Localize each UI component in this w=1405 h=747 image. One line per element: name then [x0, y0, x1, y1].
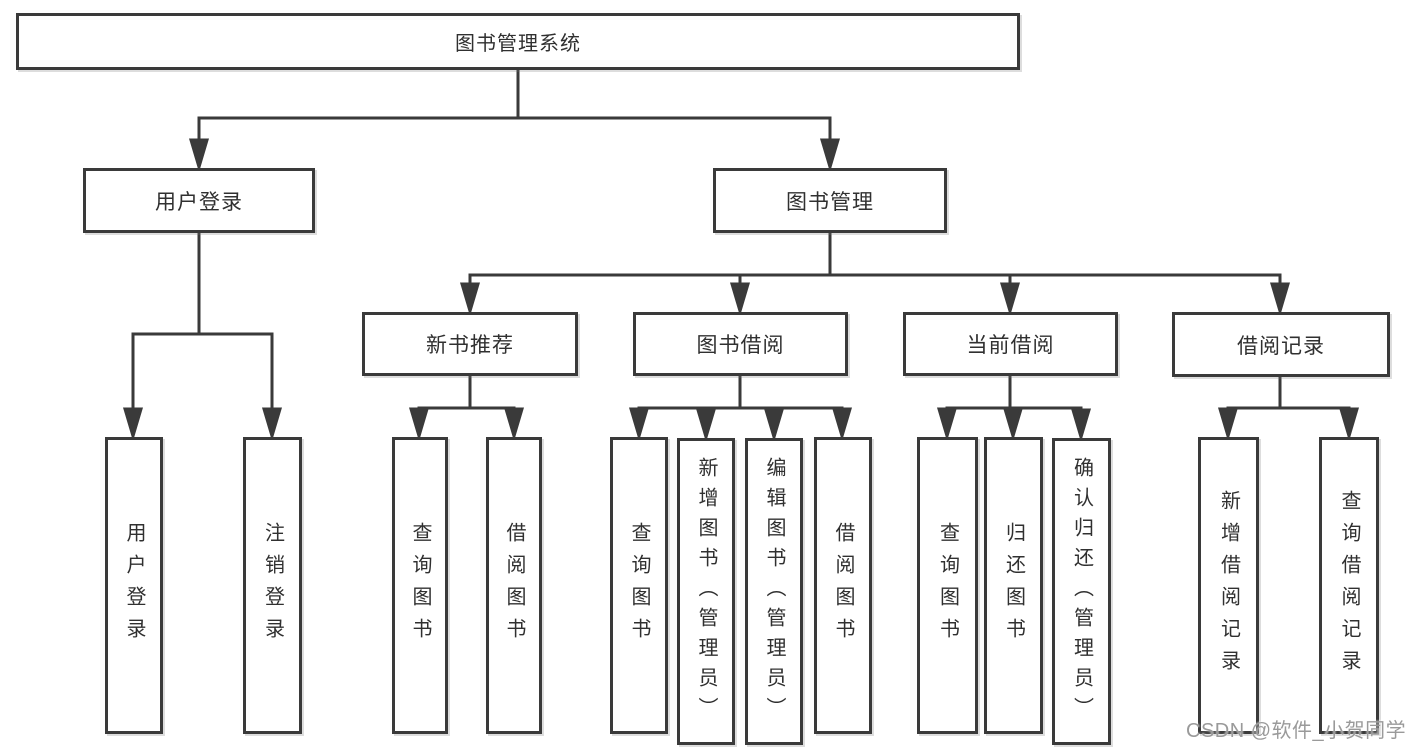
- arrowhead: [1217, 407, 1239, 442]
- node-edit-book-admin: 编辑图书（管理员）: [745, 438, 803, 745]
- arrowhead: [122, 407, 144, 442]
- node-root: 图书管理系统: [16, 13, 1020, 70]
- arrowhead: [936, 407, 958, 442]
- node-borrowing-query-book-label: 查询图书: [628, 521, 650, 650]
- arrowhead: [459, 282, 481, 317]
- node-borrowing-borrow-book-label: 借阅图书: [832, 521, 854, 650]
- node-current-borrowing-label: 当前借阅: [966, 334, 1055, 357]
- node-logout: 注销登录: [243, 437, 302, 734]
- node-borrowing-query-book: 查询图书: [610, 437, 668, 734]
- node-book-management-label: 图书管理: [786, 190, 874, 214]
- node-root-label: 图书管理系统: [455, 33, 581, 55]
- node-user-login-label: 用户登录: [155, 190, 243, 214]
- node-recommend-borrow-book: 借阅图书: [486, 437, 542, 734]
- arrowhead: [628, 407, 650, 442]
- node-logout-label: 注销登录: [261, 521, 284, 650]
- node-recommend-borrow-book-label: 借阅图书: [503, 521, 525, 650]
- node-edit-book-admin-label: 编辑图书（管理员）: [763, 456, 785, 727]
- node-current-query-book-label: 查询图书: [936, 521, 959, 650]
- node-recommend-query-book-label: 查询图书: [409, 521, 431, 650]
- node-confirm-return-admin-label: 确认归还（管理员）: [1070, 456, 1093, 727]
- node-query-borrow-record-label: 查询借阅记录: [1338, 489, 1360, 682]
- node-book-management: 图书管理: [713, 168, 947, 233]
- node-new-book-recommendation: 新书推荐: [362, 312, 578, 376]
- node-confirm-return-admin: 确认归还（管理员）: [1052, 438, 1111, 745]
- node-borrowing-borrow-book: 借阅图书: [814, 437, 872, 734]
- arrowhead: [1002, 407, 1024, 442]
- arrowhead: [729, 282, 751, 317]
- arrowhead: [1070, 408, 1092, 443]
- node-book-borrowing: 图书借阅: [633, 312, 848, 376]
- arrowhead: [819, 138, 841, 173]
- connector-book-management-children: [459, 231, 1291, 317]
- arrowhead: [695, 408, 717, 443]
- node-add-borrow-record: 新增借阅记录: [1198, 437, 1259, 734]
- arrowhead: [408, 407, 430, 442]
- arrowhead: [503, 407, 525, 442]
- node-query-borrow-record: 查询借阅记录: [1319, 437, 1379, 734]
- connector-current-borrow-children: [936, 374, 1092, 443]
- arrowhead: [1338, 407, 1360, 442]
- node-user-login: 用户登录: [83, 168, 315, 233]
- node-new-book-recommendation-label: 新书推荐: [426, 334, 514, 357]
- arrowhead: [831, 407, 853, 442]
- connector-new-book-children: [408, 374, 525, 442]
- connector-borrow-record-children: [1217, 375, 1360, 442]
- connector-root-to-level2: [188, 68, 841, 173]
- arrowhead: [1269, 282, 1291, 317]
- node-recommend-query-book: 查询图书: [392, 437, 448, 734]
- node-current-query-book: 查询图书: [917, 437, 978, 734]
- node-borrowing-records-label: 借阅记录: [1237, 334, 1325, 358]
- node-book-borrowing-label: 图书借阅: [696, 334, 785, 357]
- node-current-borrowing: 当前借阅: [903, 312, 1118, 376]
- connector-layer: [122, 68, 1360, 443]
- node-add-book-admin-label: 新增图书（管理员）: [695, 456, 717, 727]
- node-login: 用户登录: [105, 437, 163, 734]
- connector-user-login-children: [122, 231, 283, 442]
- watermark: CSDN @软件_小贺同学: [1186, 720, 1405, 742]
- arrowhead: [999, 282, 1021, 317]
- node-add-book-admin: 新增图书（管理员）: [677, 438, 735, 745]
- node-return-book-label: 归还图书: [1002, 521, 1025, 650]
- node-borrowing-records: 借阅记录: [1172, 312, 1390, 377]
- arrowhead: [188, 138, 210, 173]
- arrowhead: [261, 407, 283, 442]
- node-add-borrow-record-label: 新增借阅记录: [1217, 489, 1240, 682]
- arrowhead: [763, 408, 785, 443]
- connector-book-borrow-children: [628, 374, 853, 443]
- node-login-label: 用户登录: [123, 521, 145, 650]
- node-return-book: 归还图书: [984, 437, 1043, 734]
